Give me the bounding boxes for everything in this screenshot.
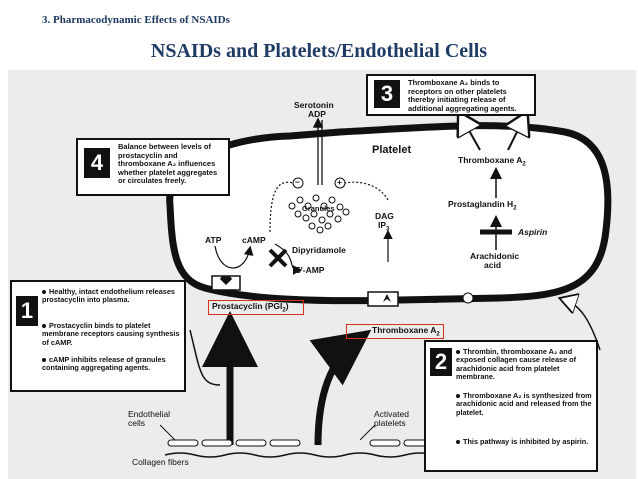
callout-4-text: Balance between levels of prostacyclin a…: [118, 142, 218, 185]
adp-label: ADP: [308, 109, 326, 119]
callout-box-2: 2 Thrombin, thromboxane A₂ and exposed c…: [424, 340, 598, 472]
collagen-fibers: [164, 452, 466, 458]
callout-1-bullet: Healthy, intact endothelium releases pro…: [42, 287, 175, 305]
prostaglandin-h2-label: Prostaglandin H2: [448, 199, 517, 212]
callout-1-bullet: cAMP inhibits release of granules contai…: [42, 355, 166, 373]
callout-box-3: 3 Thromboxane A₂ binds to receptors on o…: [366, 74, 536, 116]
step-number-3: 3: [374, 80, 400, 108]
callout-2-bullet: This pathway is inhibited by aspirin.: [456, 437, 592, 446]
callout-2-bullet: Thrombin, thromboxane A₂ and exposed col…: [456, 347, 577, 382]
granules-cluster: [288, 194, 350, 234]
arachidonic-label: Arachidonic: [470, 251, 520, 261]
callout-3-text: Thromboxane A₂ binds to receptors on oth…: [408, 78, 517, 113]
activated-label: Activated: [374, 409, 409, 419]
platelet-label: Platelet: [372, 144, 412, 156]
thromboxane-bottom-label: Thromboxane A2: [372, 325, 440, 338]
callout-box-4: 4 Balance between levels of prostacyclin…: [76, 138, 230, 196]
atp-label: ATP: [205, 235, 222, 245]
aspirin-label: Aspirin: [518, 227, 548, 237]
minus-sign: −: [295, 177, 300, 187]
slide-title: NSAIDs and Platelets/Endothelial Cells: [150, 40, 488, 62]
five-amp-label: 5'-AMP: [296, 265, 325, 275]
callout-2-bullet: Thromboxane A₂ is synthesized from arach…: [456, 391, 592, 417]
plus-sign: +: [337, 177, 342, 187]
dipyridamole-label: Dipyridamole: [292, 245, 346, 255]
platelets-label: platelets: [374, 418, 406, 428]
callout-1-bullet: Prostacyclin binds to platelet membrane …: [42, 321, 180, 347]
step-number-1: 1: [16, 296, 38, 326]
thromboxane-receptor: [367, 291, 399, 307]
callout-box-1: 1 Healthy, intact endothelium releases p…: [10, 280, 186, 392]
camp-label: cAMP: [242, 235, 266, 245]
acid-label: acid: [484, 260, 502, 270]
ip3-label: IP3: [378, 220, 390, 233]
section-heading: 3. Pharmacodynamic Effects of NSAIDs: [42, 14, 230, 26]
step-number-2: 2: [430, 348, 452, 376]
cells-label: cells: [128, 418, 146, 428]
serotonin-label: Serotonin: [294, 100, 334, 110]
thromboxane-highlight: [346, 324, 444, 339]
granules-label: Granules: [302, 204, 335, 213]
endothelial-label: Endothelial: [128, 409, 171, 419]
prostacyclin-highlight: [208, 300, 304, 315]
collagen-label: Collagen fibers: [132, 457, 189, 467]
thromboxane-a2-label: Thromboxane A2: [458, 155, 526, 168]
prostacyclin-label: Prostacyclin (PGI2): [212, 301, 289, 314]
dag-label: DAG: [375, 211, 394, 221]
step-number-4: 4: [84, 148, 110, 178]
